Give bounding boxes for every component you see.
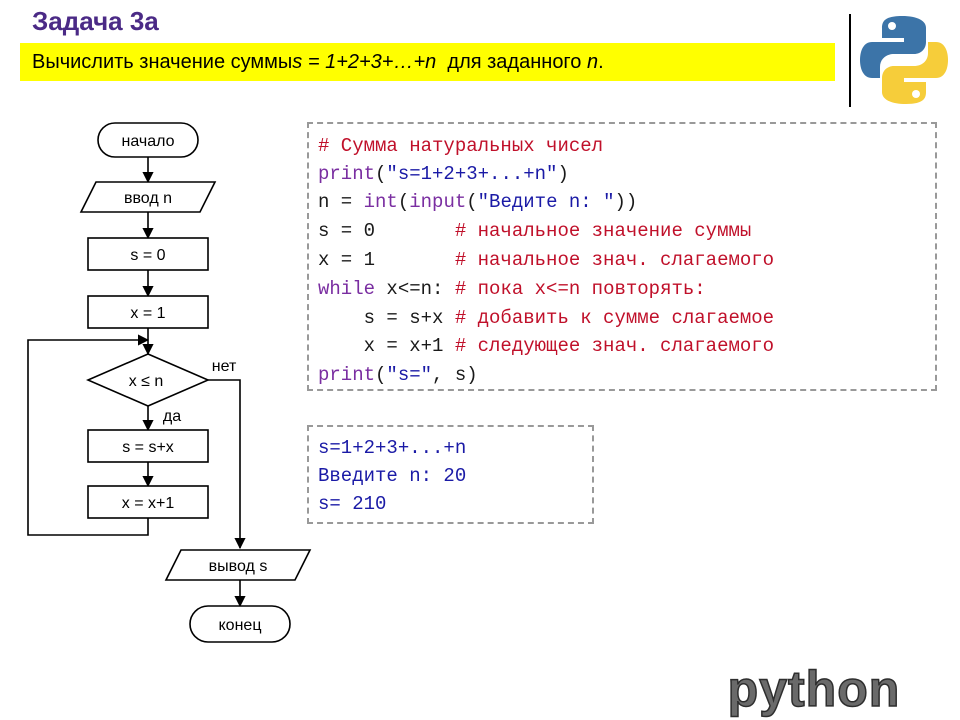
header-divider xyxy=(849,14,851,107)
code-listing: # Сумма натуральных чисел print("s=1+2+3… xyxy=(307,122,937,391)
python-logo-icon xyxy=(860,16,948,104)
no-label: нет xyxy=(212,358,237,375)
task-end: . xyxy=(598,50,604,73)
init-s-label: s = 0 xyxy=(130,247,165,264)
init-s-block xyxy=(87,237,209,271)
output-line-1: s=1+2+3+...+n xyxy=(318,437,467,459)
code-line-3: n = int(input("Ведите n: ")) xyxy=(318,188,637,216)
end-label: конец xyxy=(219,617,262,634)
code-text: s = s+x xyxy=(318,307,455,329)
code-line-2: print("s=1+2+3+...+n") xyxy=(318,160,569,188)
code-text: , s) xyxy=(432,364,478,386)
slide-title: Задача 3а xyxy=(32,6,159,36)
code-line-9: print("s=", s) xyxy=(318,361,478,389)
task-statement: Вычислить значение суммы s = 1+2+3+…+n д… xyxy=(20,43,835,81)
task-prefix: Вычислить значение суммы xyxy=(32,50,293,73)
code-text: x<=n: xyxy=(375,278,455,300)
code-string: "Ведите n: " xyxy=(477,191,615,213)
end-terminal xyxy=(189,605,291,643)
python-wordmark-text: python xyxy=(728,661,901,717)
output-line-2: Введите n: 20 xyxy=(318,465,467,487)
code-line-4: s = 0 # начальное значение суммы xyxy=(318,217,751,245)
code-text: ( xyxy=(397,191,410,213)
code-text: ( xyxy=(375,364,387,386)
code-line-8: x = x+1 # следующее знач. слагаемого xyxy=(318,332,775,360)
code-line-1: # Сумма натуральных чисел xyxy=(318,132,603,160)
code-builtin: input xyxy=(409,191,467,213)
input-label: ввод n xyxy=(124,190,172,207)
code-text: ) xyxy=(557,163,569,185)
yes-label: да xyxy=(163,408,181,425)
program-output: s=1+2+3+...+n Введите n: 20 s= 210 xyxy=(307,425,594,524)
init-x-label: x = 1 xyxy=(130,305,165,322)
code-comment: # добавить к сумме слагаемое xyxy=(454,307,775,329)
code-text: s = 0 xyxy=(318,220,455,242)
add-block xyxy=(87,429,209,463)
python-wordmark-logo: python xyxy=(727,660,901,718)
init-x-block xyxy=(87,295,209,329)
task-middle: для заданного xyxy=(436,50,587,73)
code-builtin: int xyxy=(363,191,398,213)
code-comment: # начальное значение суммы xyxy=(454,220,752,242)
code-line-6: while x<=n: # пока x<=n повторять: xyxy=(318,275,706,303)
input-block xyxy=(79,181,217,213)
output-label: вывод s xyxy=(209,558,268,575)
code-comment: # начальное знач. слагаемого xyxy=(454,249,775,271)
code-text: ( xyxy=(466,191,478,213)
code-string: "s=" xyxy=(386,364,433,386)
output-block xyxy=(164,549,312,581)
increment-block xyxy=(87,485,209,519)
code-comment: # Сумма натуральных чисел xyxy=(318,135,604,157)
code-line-5: x = 1 # начальное знач. слагаемого xyxy=(318,246,774,274)
code-text: ( xyxy=(375,163,387,185)
task-variable: n xyxy=(586,50,599,73)
start-label: начало xyxy=(121,133,174,150)
code-comment: # пока x<=n повторять: xyxy=(454,278,706,300)
output-line-3: s= 210 xyxy=(318,493,387,515)
code-line-7: s = s+x # добавить к сумме слагаемое xyxy=(318,304,775,332)
code-builtin: print xyxy=(318,163,376,185)
condition-label: x ≤ n xyxy=(129,373,164,390)
add-label: s = s+x xyxy=(122,439,174,456)
start-terminal xyxy=(97,122,199,158)
code-text: x = x+1 xyxy=(318,335,455,357)
condition-block xyxy=(85,353,211,407)
code-keyword: while xyxy=(318,278,376,300)
code-text: n = xyxy=(318,191,364,213)
flowchart: начало ввод n s = 0 x = 1 x ≤ n да нет s… xyxy=(27,122,312,643)
code-text: x = 1 xyxy=(318,249,455,271)
code-builtin: print xyxy=(318,364,376,386)
task-formula: s = 1+2+3+…+n xyxy=(292,50,437,73)
code-string: "s=1+2+3+...+n" xyxy=(386,163,558,185)
code-comment: # следующее знач. слагаемого xyxy=(454,335,775,357)
code-text: )) xyxy=(614,191,638,213)
increment-label: x = x+1 xyxy=(122,495,175,512)
